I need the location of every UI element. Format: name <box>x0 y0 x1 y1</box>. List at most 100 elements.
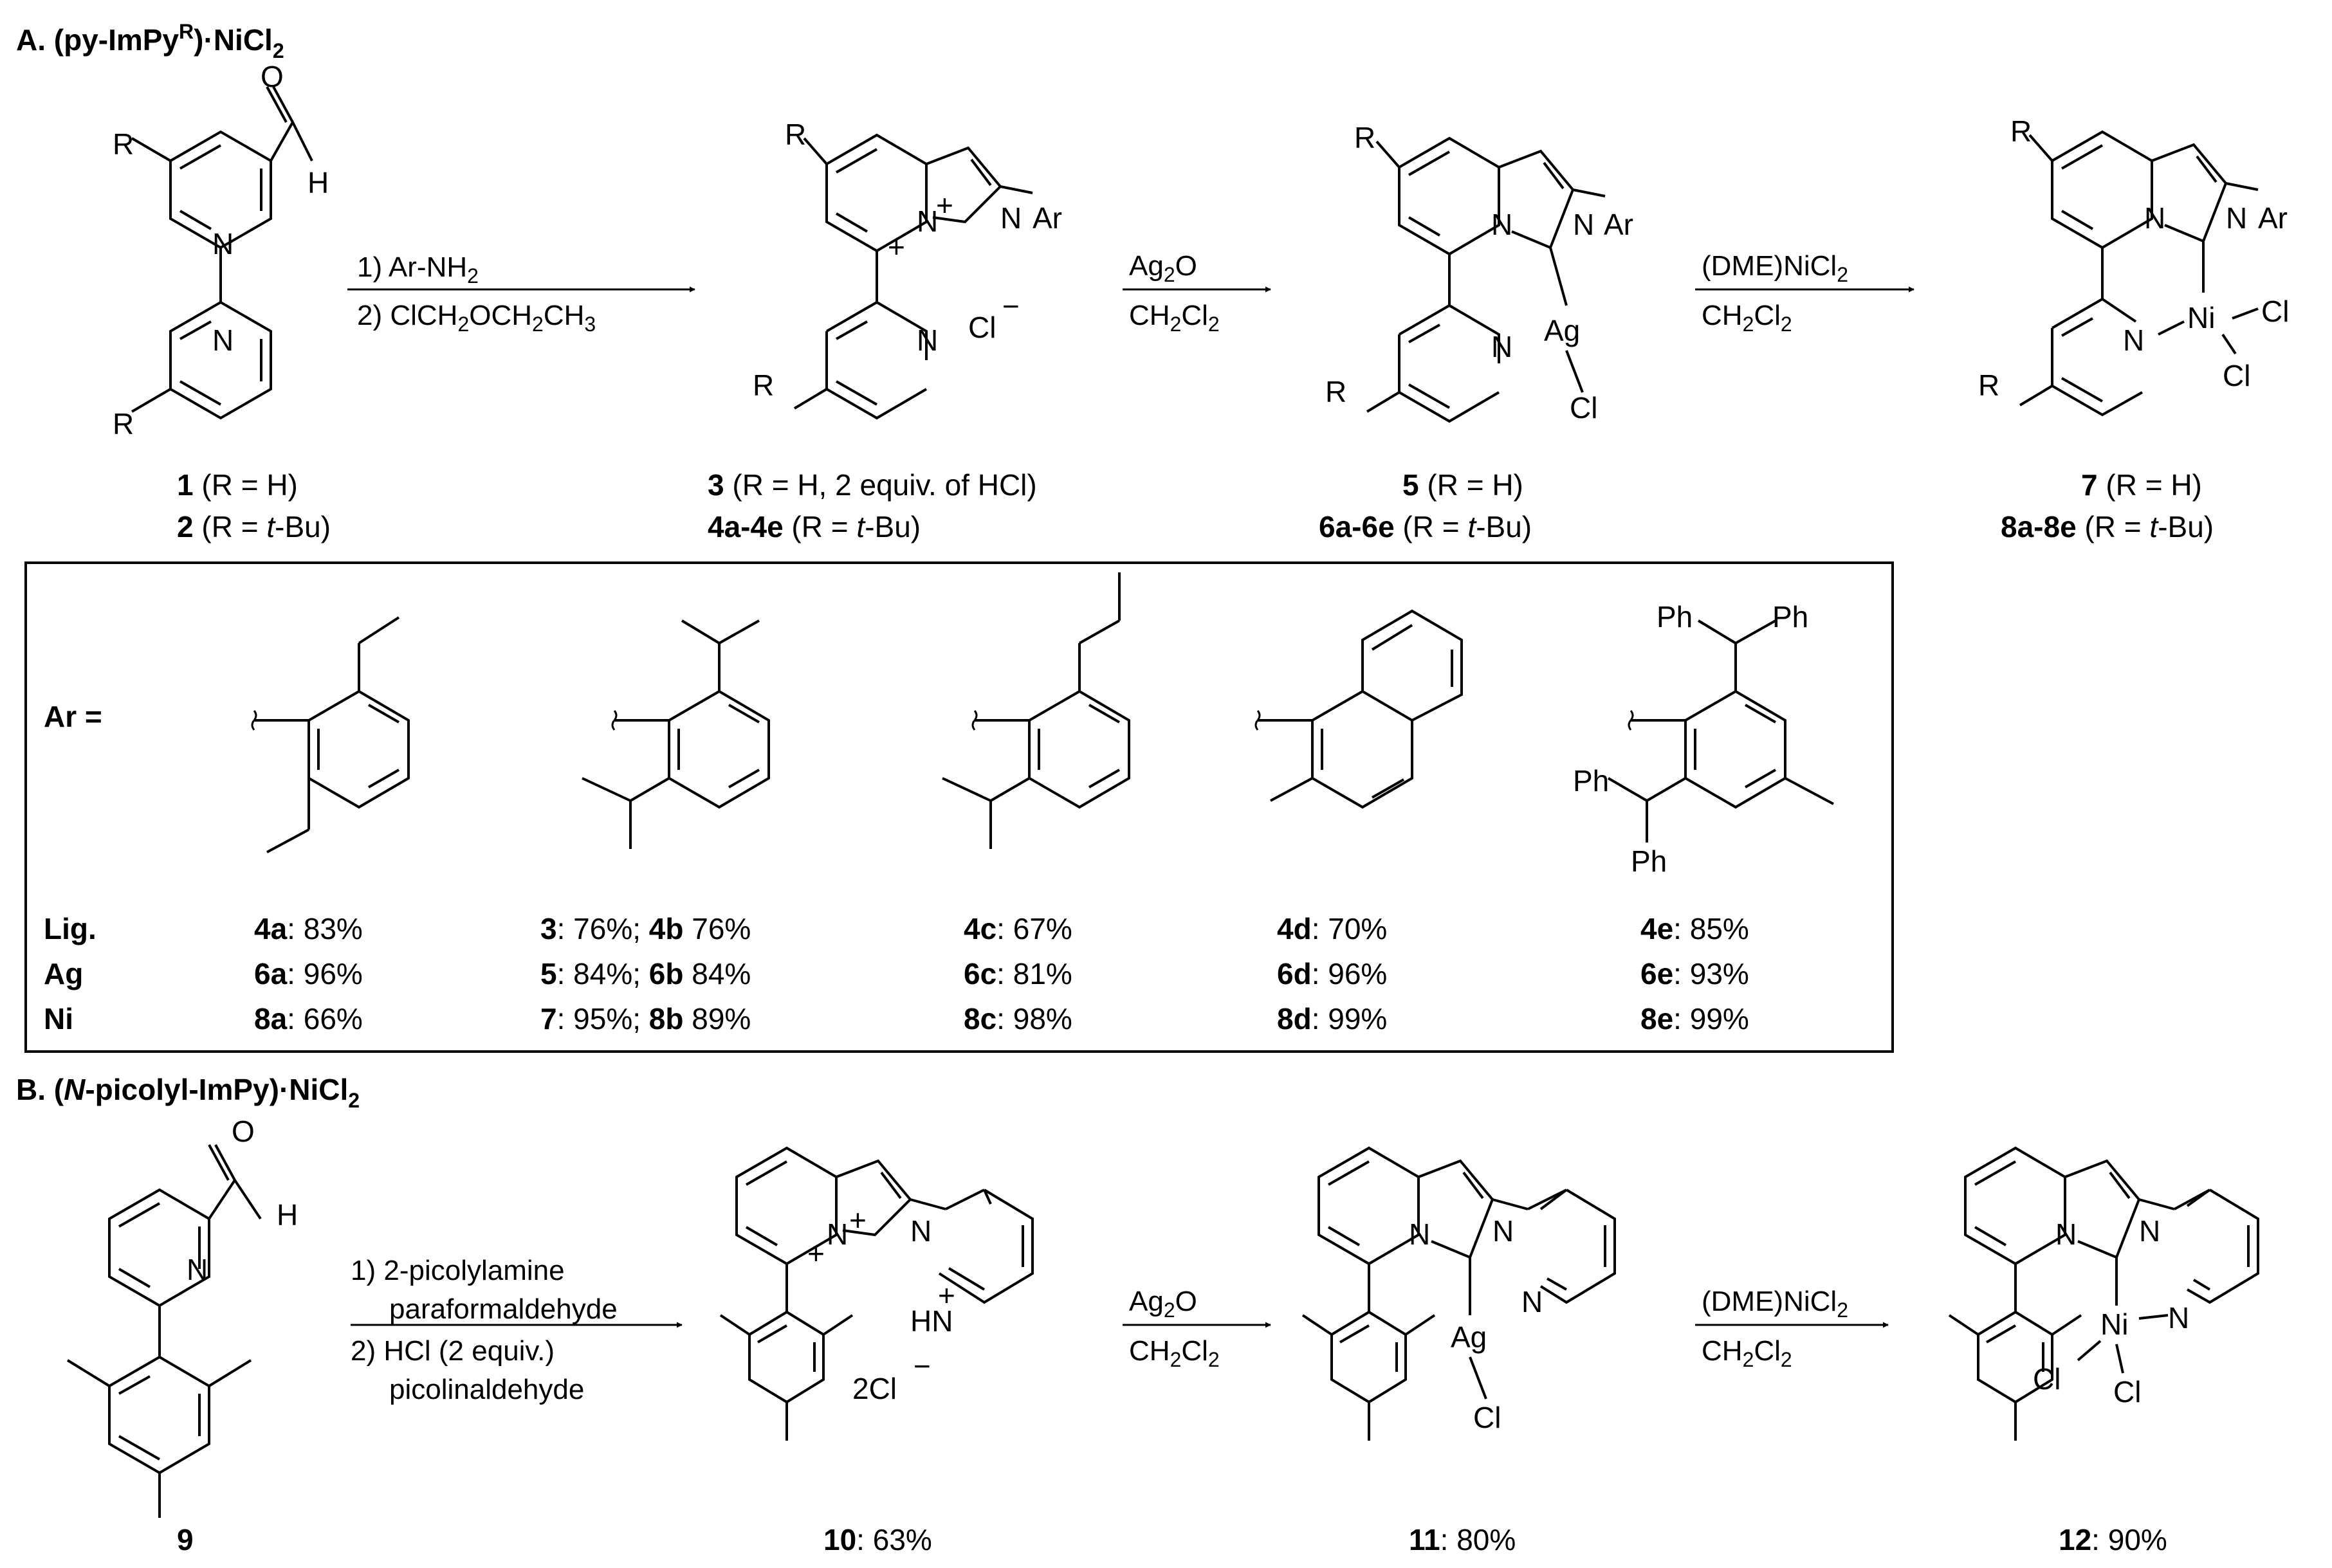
ar-structure-a <box>251 616 410 853</box>
yield-cell: 8c: 98% <box>964 1002 1072 1035</box>
arrow-a2-bottom: CH2Cl2 <box>1129 300 1220 336</box>
compound-7-structure <box>2019 130 2259 417</box>
atom-label: O <box>261 60 284 93</box>
row-label-ni: Ni <box>44 1002 73 1035</box>
atom-label: + <box>807 1237 825 1270</box>
ar-structure-e <box>1607 619 1834 843</box>
atom-label: Cl <box>1473 1401 1501 1434</box>
label-compound-4: 4a-4e (R = t-Bu) <box>708 510 921 543</box>
atom-label: 2Cl <box>852 1372 897 1405</box>
atom-label: N <box>917 324 938 357</box>
arrow-b1-line2: paraformaldehyde <box>389 1293 618 1325</box>
label-compound-2: 2 (R = t-Bu) <box>177 510 331 543</box>
yield-cell: 6c: 81% <box>964 957 1072 990</box>
yield-cell: 7: 95%; 8b 89% <box>540 1002 751 1035</box>
label-compound-5: 5 (R = H) <box>1402 468 1523 502</box>
atom-label: Cl <box>1570 391 1597 424</box>
section-b-title: B. (N-picolyl-ImPy)·NiCl2 <box>16 1073 360 1112</box>
ar-label: Ar = <box>44 700 102 733</box>
ar-structure-c <box>942 572 1130 849</box>
yield-cell: 4a: 83% <box>254 912 363 945</box>
arrow-b3-top: (DME)NiCl2 <box>1702 1286 1848 1322</box>
label-compound-1: 1 (R = H) <box>177 468 298 502</box>
arrow-b2-top: Ag2O <box>1129 1286 1197 1322</box>
atom-label: Ph <box>1657 600 1693 634</box>
atom-label: + <box>936 188 953 222</box>
atom-label: Ph <box>1772 600 1808 634</box>
atom-label: Cl <box>2223 359 2250 392</box>
arrow-b1-line3: 2) HCl (2 equiv.) <box>351 1335 555 1367</box>
atom-label: Ph <box>1631 844 1667 878</box>
atom-label: N <box>1521 1285 1543 1318</box>
compound-1-structure <box>131 86 313 420</box>
atom-label: N <box>212 324 234 357</box>
arrow-a2-top: Ag2O <box>1129 250 1197 286</box>
atom-label: N <box>1492 1214 1514 1248</box>
yield-cell: 3: 76%; 4b 76% <box>540 912 751 945</box>
atom-label: Cl <box>2261 295 2289 328</box>
atom-label: Ar <box>1033 201 1062 235</box>
label-compound-12: 12: 90% <box>2059 1523 2167 1556</box>
arrow-b1-line1: 1) 2-picolylamine <box>351 1255 565 1286</box>
yield-table: Lig. Ag Ni 4a: 83% 6a: 96% 8a: 66% 3: 76… <box>44 912 1749 1035</box>
atom-label: N <box>1000 201 1022 235</box>
atom-label: R <box>785 118 806 151</box>
atom-label: Ni <box>2187 301 2215 334</box>
atom-label: N <box>1409 1217 1430 1251</box>
atom-label: N <box>1491 208 1512 241</box>
atom-label: Ag <box>1451 1320 1487 1354</box>
yield-cell: 4c: 67% <box>964 912 1072 945</box>
atom-label: N <box>2226 201 2247 235</box>
yield-cell: 4d: 70% <box>1277 912 1387 945</box>
arrow-b1-line4: picolinaldehyde <box>389 1374 584 1405</box>
atom-label: + <box>849 1203 867 1237</box>
atom-label: Ph <box>1573 764 1609 798</box>
atom-label: N <box>1573 208 1594 241</box>
ar-structure-b <box>582 619 770 849</box>
row-label-lig: Lig. <box>44 912 96 945</box>
ar-structure-d <box>1254 609 1463 809</box>
compound-3-structure <box>793 133 1033 420</box>
label-compound-7: 7 (R = H) <box>2081 468 2202 502</box>
compound-12-structure <box>1948 1146 2259 1441</box>
label-compound-3: 3 (R = H, 2 equiv. of HCl) <box>708 468 1037 502</box>
atom-label: R <box>753 369 774 402</box>
atom-label: N <box>2168 1301 2189 1335</box>
yield-cell: 8d: 99% <box>1277 1002 1387 1035</box>
arrow-a1-line2: 2) ClCH2OCH2CH3 <box>357 300 596 336</box>
atom-label: − <box>914 1349 931 1383</box>
arrow-a1-line1: 1) Ar-NH2 <box>357 251 479 287</box>
label-compound-11: 11: 80% <box>1409 1523 1516 1556</box>
label-compound-9: 9 <box>177 1523 194 1556</box>
compound-11-structure <box>1301 1146 1616 1441</box>
atom-label: Ar <box>1604 208 1633 241</box>
label-compound-10: 10: 63% <box>823 1523 932 1556</box>
arrow-b2-bottom: CH2Cl2 <box>1129 1335 1220 1371</box>
atom-label: N <box>212 227 234 260</box>
atom-label: R <box>1325 375 1346 408</box>
atom-label: Cl <box>2033 1362 2061 1396</box>
atom-label: N <box>1491 330 1512 363</box>
atom-label: Ag <box>1544 314 1580 347</box>
atom-label: N <box>2144 201 2165 235</box>
yield-cell: 4e: 85% <box>1640 912 1749 945</box>
atom-label: R <box>113 127 134 161</box>
atom-label: N <box>917 205 938 238</box>
yield-cell: 6d: 96% <box>1277 957 1387 990</box>
label-compound-6: 6a-6e (R = t-Bu) <box>1319 510 1532 543</box>
atom-label: Cl <box>2113 1375 2141 1408</box>
atom-label: − <box>1002 289 1020 323</box>
atom-label: Ni <box>2100 1308 2128 1341</box>
atom-label: R <box>1978 369 1999 402</box>
atom-label: N <box>187 1253 208 1286</box>
yield-cell: 8a: 66% <box>254 1002 363 1035</box>
row-label-ag: Ag <box>44 957 83 990</box>
atom-label: N <box>910 1214 932 1248</box>
compound-10-structure <box>719 1146 1034 1441</box>
yield-cell: 8e: 99% <box>1640 1002 1749 1035</box>
atom-label: N <box>2139 1214 2160 1248</box>
atom-label: R <box>1354 121 1375 154</box>
atom-label: N <box>2123 324 2144 357</box>
atom-label: R <box>2010 114 2032 148</box>
